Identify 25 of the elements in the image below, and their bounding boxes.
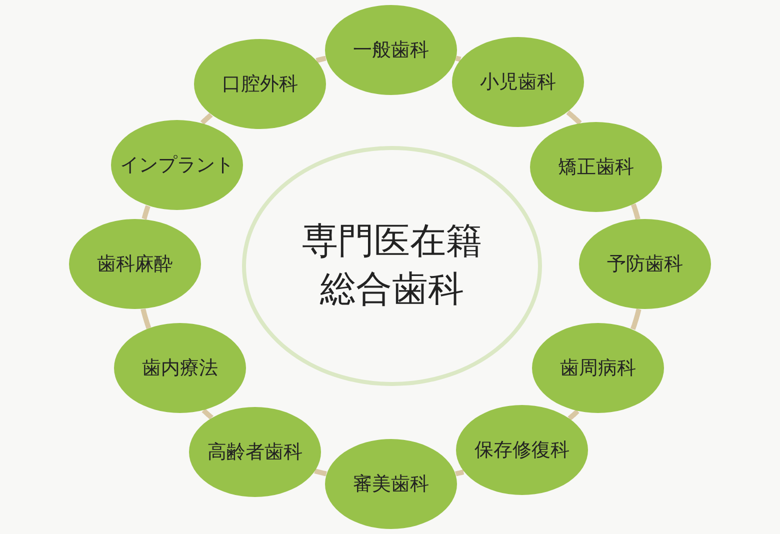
connector-line [313, 468, 328, 476]
specialty-label: 小児歯科 [480, 70, 556, 95]
connector-line [630, 307, 642, 332]
connector-line [201, 408, 214, 420]
center-title: 専門医在籍総合歯科 [301, 220, 483, 312]
specialty-label: 歯科麻酔 [97, 252, 173, 277]
specialty-label: 矯正歯科 [558, 155, 634, 180]
connector-line [200, 112, 214, 125]
connector-line [454, 56, 462, 62]
specialty-label: 審美歯科 [353, 472, 429, 497]
specialty-label: 口腔外科 [222, 72, 298, 97]
specialty-label: 歯内療法 [142, 356, 218, 381]
connector-line [566, 110, 582, 126]
specialty-label: 保存修復科 [474, 438, 570, 463]
connector-line [314, 56, 328, 63]
connector-line [631, 202, 640, 222]
connector-line [140, 307, 152, 330]
specialty-label: インプラント [120, 153, 234, 178]
specialty-label: 歯周病科 [560, 356, 636, 381]
connector-line [567, 409, 580, 421]
connector-line [454, 470, 466, 476]
connector-line [142, 204, 150, 221]
specialty-label: 高齢者歯科 [208, 440, 302, 465]
specialty-label: 一般歯科 [353, 38, 429, 63]
specialty-label: 予防歯科 [607, 252, 683, 277]
